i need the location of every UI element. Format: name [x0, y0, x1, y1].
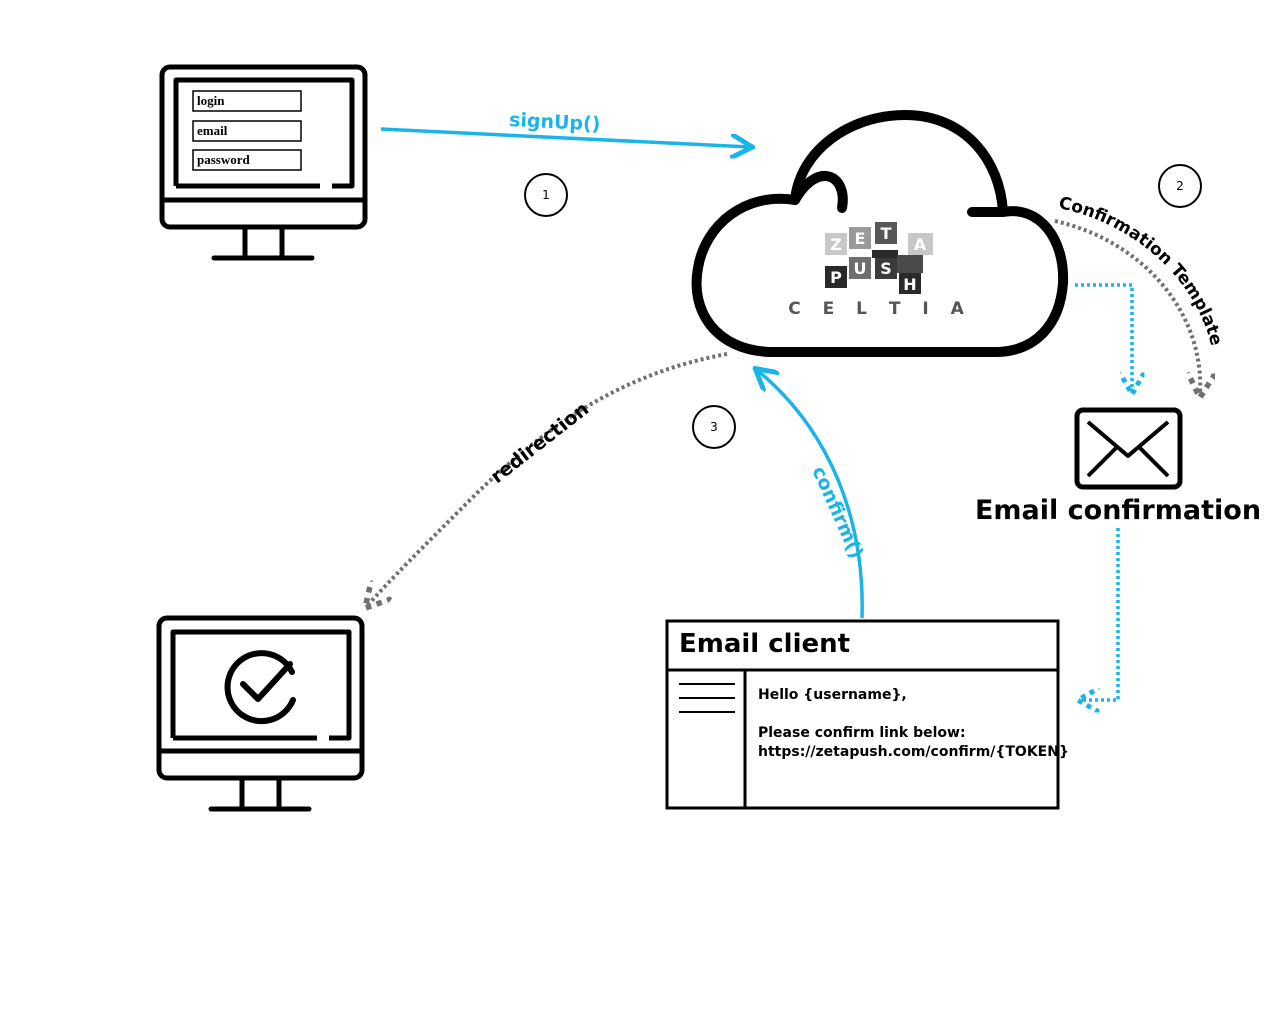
confirmation-template-arrow — [1054, 219, 1200, 395]
email-window-icon — [665, 619, 1060, 810]
success-monitor-icon — [156, 615, 365, 812]
step-3-label: 3 — [710, 420, 718, 434]
step-3-marker: 3 — [692, 405, 736, 449]
logo-letter-s: S — [880, 259, 892, 278]
step-2-marker: 2 — [1158, 164, 1202, 208]
envelope-icon — [1074, 407, 1183, 490]
step-1-label: 1 — [542, 188, 550, 202]
login-field-label: login — [197, 93, 225, 108]
email-confirm-link: https://zetapush.com/confirm/{TOKEN} — [758, 744, 1069, 760]
redirection-arrow — [367, 352, 728, 606]
email-to-client-arrow — [1080, 528, 1120, 700]
password-field — [192, 149, 302, 171]
signup-arrow-label: signUp() — [509, 109, 601, 135]
logo-letter-e: E — [855, 229, 866, 248]
step-1-marker: 1 — [524, 173, 568, 217]
logo-celtia: C E L T I A — [788, 299, 972, 319]
email-client-body: Hello {username}, Please confirm link be… — [758, 686, 1069, 762]
email-field — [192, 120, 302, 142]
email-field-label: email — [197, 123, 228, 138]
logo-letter-u: U — [854, 259, 867, 278]
signup-form: login email password — [192, 90, 302, 171]
cloud-to-email-arrow — [1075, 283, 1132, 392]
email-client-title: Email client — [679, 629, 850, 659]
logo-letter-h: H — [903, 275, 916, 294]
logo-letter-a: A — [914, 235, 927, 254]
email-instruction: Please confirm link below: — [758, 725, 966, 741]
email-confirmation-label: Email confirmation — [975, 495, 1261, 526]
signup-monitor-icon — [159, 64, 368, 261]
confirm-arrow — [757, 370, 864, 619]
login-field — [192, 90, 302, 112]
check-circle-icon — [224, 650, 296, 725]
email-greeting: Hello {username}, — [758, 687, 907, 703]
logo-letter-z: Z — [830, 235, 842, 254]
zetapush-logo: Z E T A P U S H C E L T I A — [788, 222, 972, 319]
logo-letter-t: T — [881, 224, 892, 243]
password-field-label: password — [197, 152, 251, 167]
step-2-label: 2 — [1176, 179, 1184, 193]
signup-arrow — [380, 127, 750, 147]
confirmation-template-label: Confirmation Template — [1057, 193, 1226, 347]
redirection-label: redirection — [487, 398, 594, 488]
logo-letter-p: P — [830, 268, 842, 287]
